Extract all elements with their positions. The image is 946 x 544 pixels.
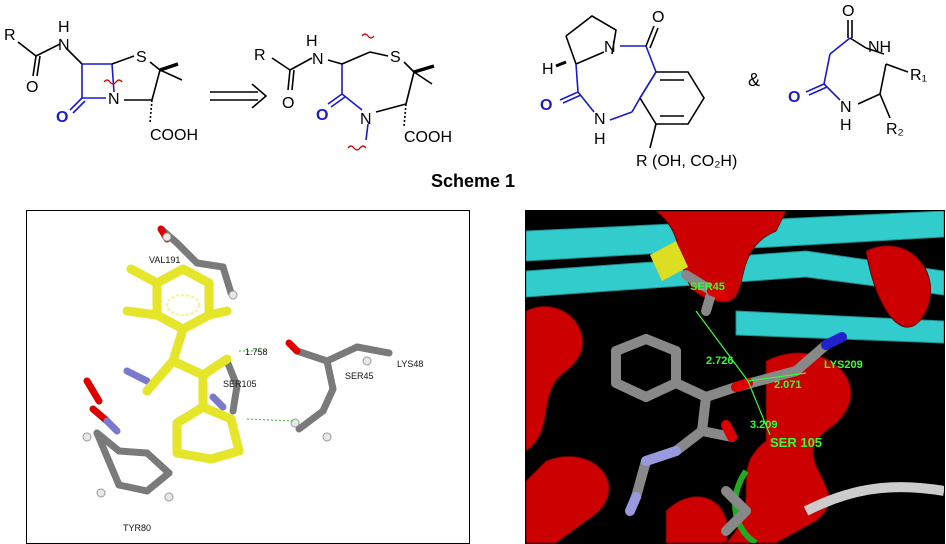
residue-label-val: VAL191 — [149, 255, 181, 265]
svg-text:N: N — [604, 39, 616, 56]
svg-text:H: H — [542, 61, 554, 78]
residue-label-lys: LYS209 — [824, 359, 863, 371]
distance-label: 1.758 — [245, 347, 268, 357]
svg-text:H: H — [594, 131, 606, 148]
residue-label-tyr: TYR80 — [123, 523, 152, 533]
svg-text:O: O — [26, 79, 38, 96]
diazepanedione-structure — [805, 20, 909, 119]
svg-text:H: H — [58, 19, 70, 36]
svg-text:S: S — [136, 49, 147, 66]
svg-text:R: R — [4, 27, 16, 44]
residue-label-ser105: SER 105 — [770, 435, 823, 450]
distance-label-1: 2.726 — [706, 355, 734, 367]
residue-label-ser45: SER45 — [345, 371, 374, 381]
svg-text:H: H — [840, 117, 852, 134]
docking-panel-right: SER45 2.726 2.071 LYS209 3.209 SER 105 — [525, 210, 945, 544]
chemical-scheme: R O H N S O N COOH — [4, 3, 927, 170]
distance-label-2: 2.071 — [774, 379, 802, 391]
svg-text:N: N — [594, 111, 606, 128]
thiazepane-structure — [271, 33, 435, 151]
scheme-title: Scheme 1 — [430, 171, 516, 191]
svg-text:R (OH, CO₂H): R (OH, CO₂H) — [636, 153, 737, 170]
svg-text:N: N — [58, 37, 70, 54]
benzodiazepine-structure — [555, 15, 705, 149]
svg-text:O: O — [56, 109, 68, 126]
svg-text:COOH: COOH — [150, 127, 198, 144]
residue-label-lys: LYS48 — [397, 359, 424, 369]
svg-text:N: N — [108, 91, 120, 108]
svg-text:R₁: R₁ — [910, 67, 927, 84]
svg-text:NH: NH — [868, 39, 891, 56]
svg-text:O: O — [788, 89, 800, 106]
svg-text:N: N — [312, 51, 324, 68]
svg-text:R: R — [254, 47, 266, 64]
svg-text:S: S — [390, 49, 401, 66]
penicillin-structure — [17, 41, 183, 123]
svg-text:O: O — [316, 107, 328, 124]
residue-label-ser45: SER45 — [690, 281, 725, 293]
svg-text:N: N — [360, 111, 372, 128]
residue-label-ser105: SER105 — [223, 379, 257, 389]
docking-panel-left: VAL191 1.758 SER105 LYS48 SER45 TYR80 — [26, 210, 470, 544]
docking-render-left — [82, 225, 393, 502]
svg-text:H: H — [306, 33, 318, 50]
svg-text:O: O — [652, 9, 664, 26]
svg-text:N: N — [840, 99, 852, 116]
retrosynthesis-arrow — [210, 83, 268, 109]
ampersand: & — [748, 70, 760, 90]
docking-render-right — [526, 211, 944, 543]
svg-text:O: O — [842, 3, 854, 20]
svg-text:R₂: R₂ — [886, 121, 904, 138]
svg-text:O: O — [540, 97, 552, 114]
distance-label-3: 3.209 — [750, 419, 778, 431]
svg-text:O: O — [282, 95, 294, 112]
svg-text:COOH: COOH — [404, 129, 452, 146]
